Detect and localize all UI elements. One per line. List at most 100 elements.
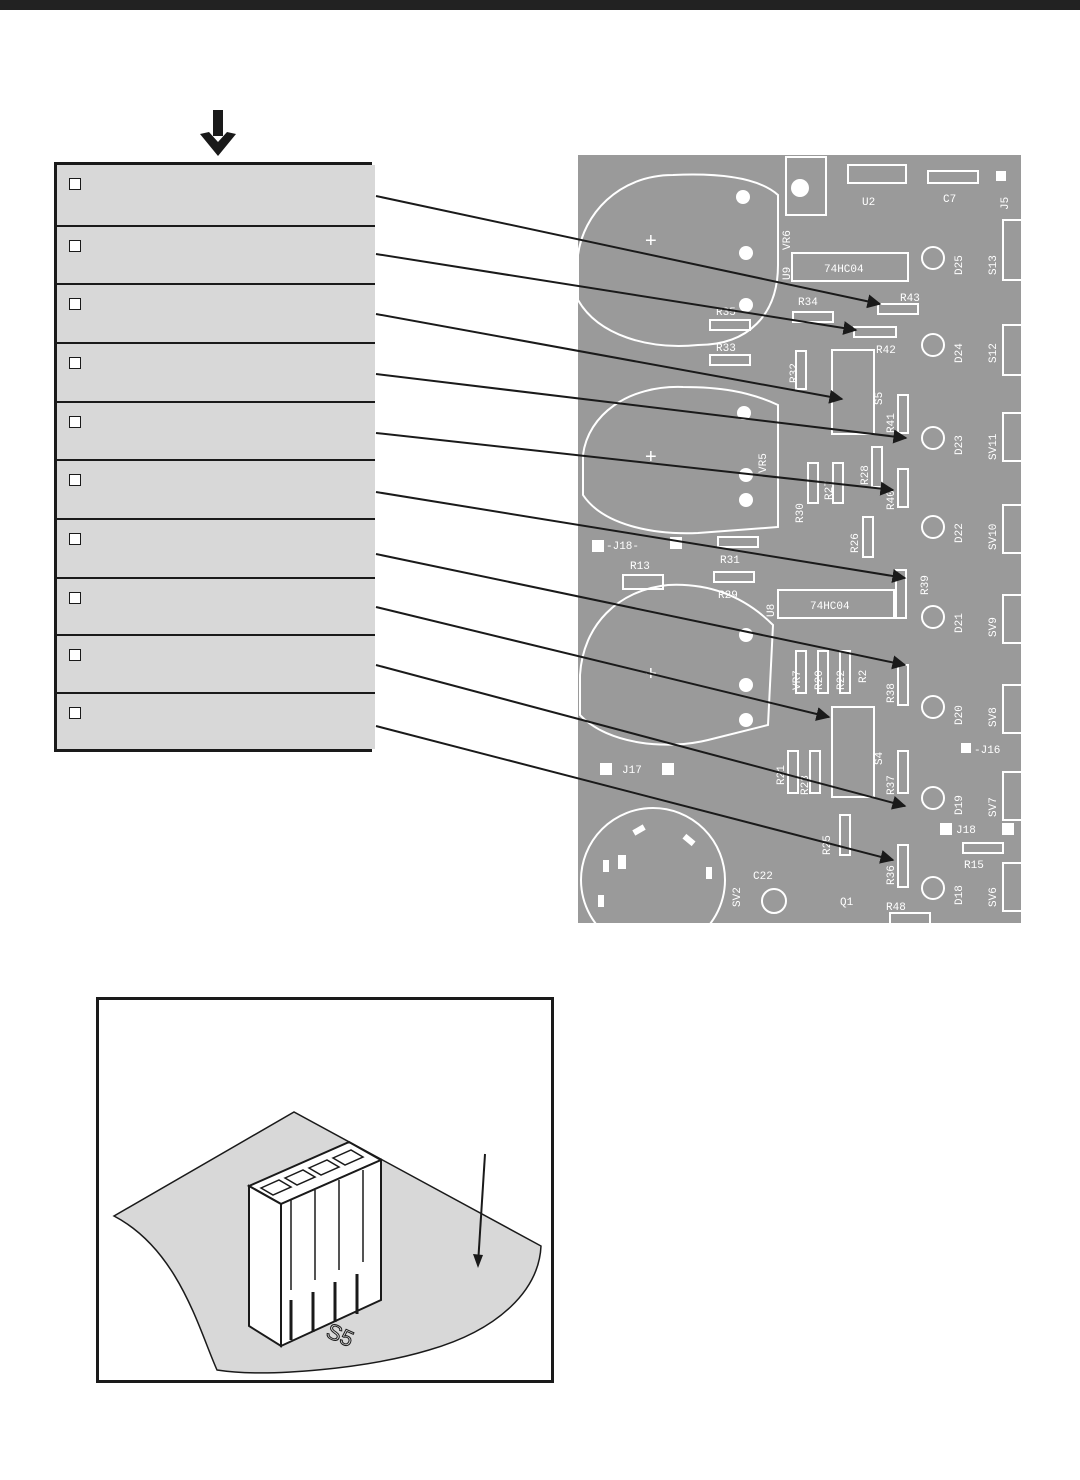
checkbox[interactable] [69, 707, 81, 719]
header-illustration: S5 [112, 1111, 542, 1374]
ic-top [791, 252, 909, 282]
leader-line [375, 432, 895, 496]
pcb-drawing: +++ [578, 156, 1021, 923]
label-r36: R36 [886, 865, 898, 885]
leader-line [375, 725, 895, 864]
s4-header [831, 706, 875, 798]
label-sv10: SV10 [988, 524, 1000, 550]
edge-switches [1002, 219, 1021, 912]
label-s12: S12 [988, 343, 1000, 363]
label-vr6: VR6 [782, 230, 794, 250]
checklist-item [57, 579, 375, 636]
label-r25: R25 [822, 835, 834, 855]
label-r2x: R2 [858, 670, 870, 683]
leader-line [375, 195, 882, 309]
leader-line [375, 373, 908, 444]
led-footprints [761, 246, 945, 914]
down-arrow-icon [200, 110, 236, 156]
label-d23: D23 [954, 435, 966, 455]
label-d20: D20 [954, 705, 966, 725]
label-r22: R22 [836, 670, 848, 690]
checkbox[interactable] [69, 240, 81, 252]
checkbox[interactable] [69, 357, 81, 369]
label-r39: R39 [920, 575, 932, 595]
label-ic-bottom: 74HC04 [810, 601, 850, 613]
label-r34: R34 [798, 297, 818, 309]
speaker-slots [598, 824, 712, 907]
label-c22: C22 [753, 871, 773, 883]
u2-hole [791, 179, 809, 197]
label-sv11: SV11 [988, 433, 1000, 460]
label-r30: R30 [795, 503, 807, 523]
checkbox[interactable] [69, 178, 81, 190]
label-sv9: SV9 [988, 617, 1000, 637]
label-u8: U8 [766, 604, 778, 617]
leader-line [375, 606, 831, 721]
label-sv6: SV6 [988, 887, 1000, 907]
label-d18: D18 [954, 885, 966, 905]
label-j16: -J16 [974, 745, 1000, 757]
label-d24: D24 [954, 343, 966, 363]
label-s4: S4 [874, 751, 886, 765]
pot-holes [736, 190, 753, 727]
label-j5: J5 [1000, 197, 1012, 210]
label-r15: R15 [964, 860, 984, 872]
label-r42: R42 [876, 345, 896, 357]
checkbox[interactable] [69, 533, 81, 545]
label-r37: R37 [886, 775, 898, 795]
label-r32: R32 [789, 363, 801, 383]
leader-line [375, 491, 907, 583]
pointer-arrowhead [473, 1254, 483, 1268]
header-sockets [259, 1149, 365, 1290]
checklist-item [57, 165, 375, 227]
label-d19: D19 [954, 795, 966, 815]
label-s13: S13 [988, 255, 1000, 275]
label-q1: Q1 [840, 897, 854, 909]
pot-outlines [578, 173, 779, 923]
checkbox[interactable] [69, 649, 81, 661]
leader-line [375, 253, 858, 335]
label-r48: R48 [886, 902, 906, 914]
jumper-pads [592, 171, 1014, 835]
checklist-item [57, 403, 375, 461]
checklist-item [57, 285, 375, 344]
svg-text:+: + [645, 230, 657, 252]
label-c7: C7 [943, 194, 956, 206]
svg-text:+: + [645, 446, 657, 468]
label-r41: R41 [886, 413, 898, 433]
label-r38: R38 [886, 683, 898, 703]
label-d22: D22 [954, 523, 966, 543]
label-r28: R28 [860, 465, 872, 485]
checkbox[interactable] [69, 298, 81, 310]
label-r26: R26 [850, 533, 862, 553]
header-install-detail: S5 [96, 997, 554, 1383]
u2-footprint [847, 164, 907, 184]
assembly-checklist [54, 162, 375, 752]
leader-line [375, 313, 844, 404]
checklist-item [57, 694, 375, 749]
checkbox[interactable] [69, 416, 81, 428]
checkbox[interactable] [69, 474, 81, 486]
label-r33: R33 [716, 343, 736, 355]
label-d25: D25 [954, 255, 966, 275]
top-rule [0, 0, 1080, 10]
checklist-item [57, 636, 375, 694]
checklist-item [57, 227, 375, 285]
leader-line [375, 664, 907, 810]
label-j17: J17 [622, 765, 642, 777]
header-pins [289, 1274, 359, 1340]
checklist-item [57, 520, 375, 579]
label-r20: R20 [814, 670, 826, 690]
c7-footprint [927, 170, 979, 184]
checklist-item [57, 461, 375, 520]
label-sv7: SV7 [988, 797, 1000, 817]
label-r29: R29 [718, 590, 738, 602]
leader-line [375, 553, 907, 670]
label-r13: R13 [630, 561, 650, 573]
label-j18: -J18- [606, 541, 639, 553]
checkbox[interactable] [69, 592, 81, 604]
checklist-item [57, 344, 375, 403]
label-r43: R43 [900, 293, 920, 305]
pointer-line [477, 1153, 486, 1265]
ic-bottom [777, 589, 895, 619]
